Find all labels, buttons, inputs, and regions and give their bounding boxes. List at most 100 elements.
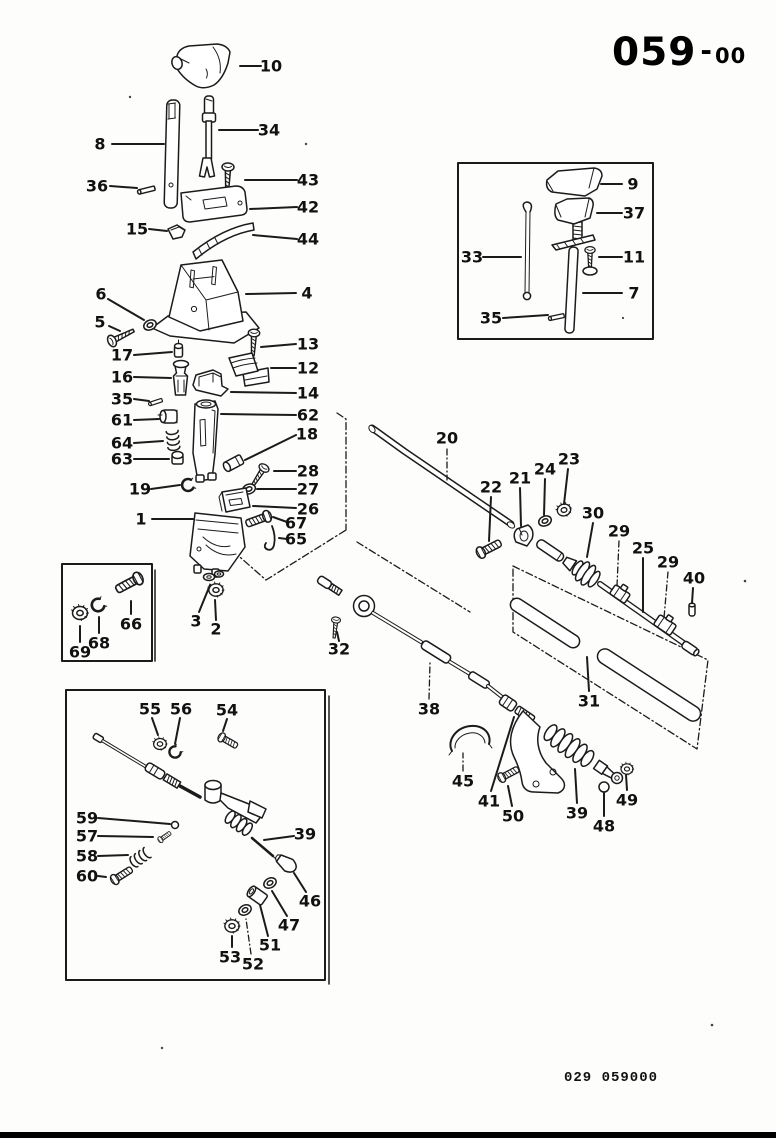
part-label-22-32: 22	[480, 478, 502, 497]
part-31-tube	[509, 597, 702, 722]
part-label-27-25: 27	[297, 480, 319, 499]
part-45-clip	[448, 724, 493, 756]
leader-line-52-70	[245, 918, 252, 955]
part-label-4-8: 4	[301, 284, 312, 303]
part-24-washer	[536, 513, 554, 529]
part-label-11-53: 11	[623, 248, 645, 267]
part-label-45-44: 45	[452, 772, 474, 791]
part-label-32-42: 32	[328, 640, 350, 659]
part-35-pin-b	[547, 312, 566, 322]
leader-line-16-12	[133, 376, 172, 379]
part-56-clipnut	[165, 742, 185, 762]
part-49-nut	[619, 761, 635, 776]
scan-specks	[128, 95, 747, 1050]
part-label-39-66: 39	[294, 825, 316, 844]
page-number-block: 059 - 00	[612, 30, 746, 75]
leader-line-39-47	[574, 768, 578, 804]
part-50-bolt	[495, 763, 522, 785]
inset-box-knob-variant	[457, 162, 654, 340]
leader-line-29-37	[616, 540, 620, 587]
part-17-bushing	[173, 339, 184, 358]
leader-line-41-45	[490, 716, 515, 792]
part-label-56-60: 56	[170, 700, 192, 719]
part-cable-assembly-detail	[92, 732, 277, 860]
part-29-clamp-a	[609, 583, 631, 604]
leader-line-14-21	[230, 391, 297, 394]
part-label-2-30: 2	[210, 620, 221, 639]
part-54-bolt	[215, 730, 240, 751]
part-11-screw	[582, 245, 598, 276]
part-19-clip	[179, 476, 198, 494]
part-39-spring	[543, 724, 595, 768]
part-label-10-0: 10	[260, 57, 282, 76]
part-41-bracket	[509, 710, 566, 794]
leader-line-19-17	[150, 484, 181, 490]
leader-line-62-22	[220, 413, 297, 416]
part-42-stop-plate	[180, 185, 248, 223]
part-66-bolt	[112, 569, 147, 597]
part-label-19-17: 19	[129, 480, 151, 499]
leader-line-47-68	[271, 890, 288, 917]
part-label-5-10: 5	[94, 313, 105, 332]
part-30-boot	[571, 560, 601, 588]
part-label-23-35: 23	[558, 450, 580, 469]
part-label-68-57: 68	[88, 634, 110, 653]
part-label-64-15: 64	[111, 434, 133, 453]
leader-line-23-35	[563, 468, 569, 505]
part-label-28-24: 28	[297, 462, 319, 481]
part-47-ring	[261, 874, 279, 892]
part-label-62-22: 62	[297, 406, 319, 425]
part-29-clamp-b	[653, 614, 677, 636]
part-label-34-2: 34	[258, 121, 280, 140]
part-3-washers	[202, 570, 225, 582]
part-label-24-34: 24	[534, 460, 556, 479]
part-label-49-48: 49	[616, 791, 638, 810]
part-label-1-18: 1	[135, 510, 146, 529]
part-55-nut	[152, 736, 168, 752]
part-label-12-20: 12	[297, 359, 319, 378]
part-label-63-16: 63	[111, 450, 133, 469]
part-label-40-40: 40	[683, 569, 705, 588]
part-label-29-39: 29	[657, 553, 679, 572]
part-label-16-12: 16	[111, 368, 133, 387]
part-label-3-29: 3	[190, 612, 201, 631]
part-32-screw	[329, 615, 342, 639]
leader-line-65-28	[278, 537, 288, 540]
part-21-clamp	[513, 524, 534, 547]
leader-line-39-66	[263, 835, 295, 841]
part-label-8-1: 8	[94, 135, 105, 154]
part-label-21-33: 21	[509, 469, 531, 488]
part-label-60-65: 60	[76, 867, 98, 886]
leader-line-61-14	[133, 418, 160, 421]
part-label-67-27: 67	[285, 514, 307, 533]
leader-line-59-62	[97, 817, 171, 825]
leader-line-18-23	[244, 434, 297, 461]
part-label-47-68: 47	[278, 916, 300, 935]
part-1-bracket	[189, 512, 246, 578]
part-label-20-31: 20	[436, 429, 458, 448]
inset-box-pivot-bolt	[61, 563, 153, 662]
part-label-50-46: 50	[502, 807, 524, 826]
part-label-15-6: 15	[126, 220, 148, 239]
part-25-rod-assembly	[536, 539, 700, 657]
part-label-57-63: 57	[76, 827, 98, 846]
leader-line-42-5	[249, 206, 298, 210]
part-label-7-54: 7	[628, 284, 639, 303]
part-label-35-55: 35	[480, 309, 502, 328]
leader-line-15-6	[148, 228, 168, 232]
part-label-55-59: 55	[139, 700, 161, 719]
part-label-17-11: 17	[111, 346, 133, 365]
part-53-nut	[223, 917, 241, 934]
leader-line-57-63	[97, 835, 154, 838]
part-label-33-52: 33	[461, 248, 483, 267]
part-label-37-51: 37	[623, 204, 645, 223]
part-label-66-56: 66	[120, 615, 142, 634]
part-label-9-50: 9	[627, 175, 638, 194]
part-12-stop	[228, 352, 270, 387]
scan-edge-bar	[0, 1132, 776, 1138]
part-label-38-43: 38	[418, 700, 440, 719]
part-label-59-62: 59	[76, 809, 98, 828]
